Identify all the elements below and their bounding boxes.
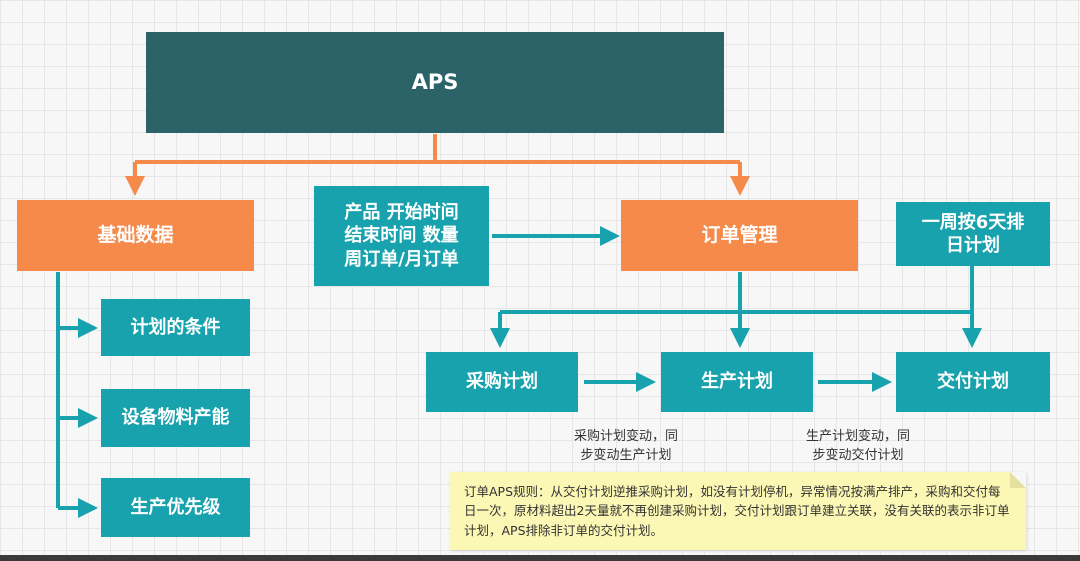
plan-conditions-label: 计划的条件 xyxy=(130,316,221,338)
aps-label: APS xyxy=(411,69,459,94)
order-info-line-1: 产品 开始时间 xyxy=(344,201,459,223)
caption-production-sync: 采购计划变动，同 步变动生产计划 xyxy=(546,428,706,466)
purchase-plan-box: 采购计划 xyxy=(426,352,578,412)
priority-label: 生产优先级 xyxy=(130,496,221,518)
caption-delivery-sync: 生产计划变动，同 步变动交付计划 xyxy=(778,428,938,466)
aps-rules-note: 订单APS规则：从交付计划逆推采购计划，如没有计划停机，异常情况按满产排产，采购… xyxy=(450,472,1026,550)
weekly-schedule-box: 一周按6天排 日计划 xyxy=(896,202,1050,266)
aps-box: APS xyxy=(146,32,724,133)
caption-production-line-2: 步变动生产计划 xyxy=(580,447,672,463)
note-fold-corner xyxy=(1010,472,1026,488)
base-data-label: 基础数据 xyxy=(97,224,174,247)
capacity-box: 设备物料产能 xyxy=(101,389,250,447)
weekly-line-1: 一周按6天排 xyxy=(921,211,1025,233)
caption-production-line-1: 采购计划变动，同 xyxy=(573,429,678,444)
order-info-line-2: 结束时间 数量 xyxy=(344,225,459,247)
base-data-box: 基础数据 xyxy=(17,200,254,271)
production-plan-label: 生产计划 xyxy=(701,371,773,393)
order-management-box: 订单管理 xyxy=(621,200,858,271)
aps-connector xyxy=(125,134,750,196)
order-info-line-3: 周订单/月订单 xyxy=(344,248,459,270)
plan-conditions-box: 计划的条件 xyxy=(101,299,250,356)
delivery-plan-label: 交付计划 xyxy=(937,371,1009,393)
purchase-plan-label: 采购计划 xyxy=(466,371,538,393)
order-management-label: 订单管理 xyxy=(701,224,778,247)
caption-delivery-line-1: 生产计划变动，同 xyxy=(805,429,910,444)
delivery-plan-box: 交付计划 xyxy=(896,352,1050,412)
order-info-box: 产品 开始时间 结束时间 数量 周订单/月订单 xyxy=(314,186,489,286)
production-plan-box: 生产计划 xyxy=(661,352,813,412)
caption-delivery-line-2: 步变动交付计划 xyxy=(812,447,904,463)
weekly-line-2: 日计划 xyxy=(946,235,1000,256)
aps-rules-text: 订单APS规则：从交付计划逆推采购计划，如没有计划停机，异常情况按满产排产，采购… xyxy=(464,484,1010,538)
capacity-label: 设备物料产能 xyxy=(121,407,230,429)
bottom-bar xyxy=(0,555,1080,561)
priority-box: 生产优先级 xyxy=(101,478,250,537)
